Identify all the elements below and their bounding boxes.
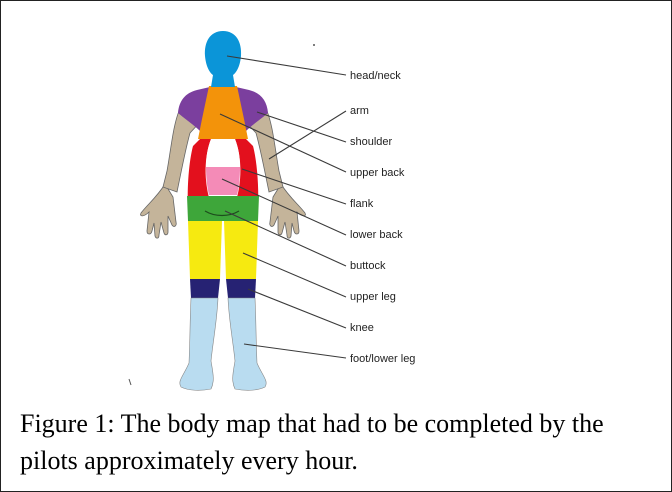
label-shoulder: shoulder — [350, 136, 393, 148]
leader-line-arm — [269, 111, 346, 159]
label-buttock: buttock — [350, 260, 386, 272]
region-knee — [226, 279, 256, 298]
mid-back-band — [206, 139, 240, 167]
label-knee: knee — [350, 322, 374, 334]
region-foot-lower-leg — [180, 298, 218, 390]
figure-caption: Figure 1: The body map that had to be co… — [20, 405, 660, 479]
region-knee — [190, 279, 220, 298]
region-lower-back — [206, 167, 240, 195]
region-buttock — [187, 196, 259, 221]
label-flank: flank — [350, 198, 374, 210]
region-upper-leg — [188, 221, 222, 279]
leader-line-foot-lower-leg — [244, 344, 346, 358]
label-head-neck: head/neck — [350, 70, 401, 82]
stray-mark — [129, 379, 131, 385]
label-lower-back: lower back — [350, 229, 403, 241]
label-arm: arm — [350, 105, 369, 117]
label-upper-back: upper back — [350, 167, 405, 179]
region-upper-leg — [224, 221, 258, 279]
right-hand — [270, 184, 306, 238]
stray-mark — [313, 44, 315, 46]
leader-line-upper-leg — [243, 253, 346, 297]
body-map-diagram: head/neck arm shoulder upper back flank … — [1, 1, 672, 401]
region-head-neck — [205, 31, 241, 87]
label-foot-lower-leg: foot/lower leg — [350, 353, 415, 365]
left-hand — [141, 184, 177, 238]
leader-line-head-neck — [227, 56, 346, 75]
leader-line-knee — [248, 289, 346, 328]
label-upper-leg: upper leg — [350, 291, 396, 303]
